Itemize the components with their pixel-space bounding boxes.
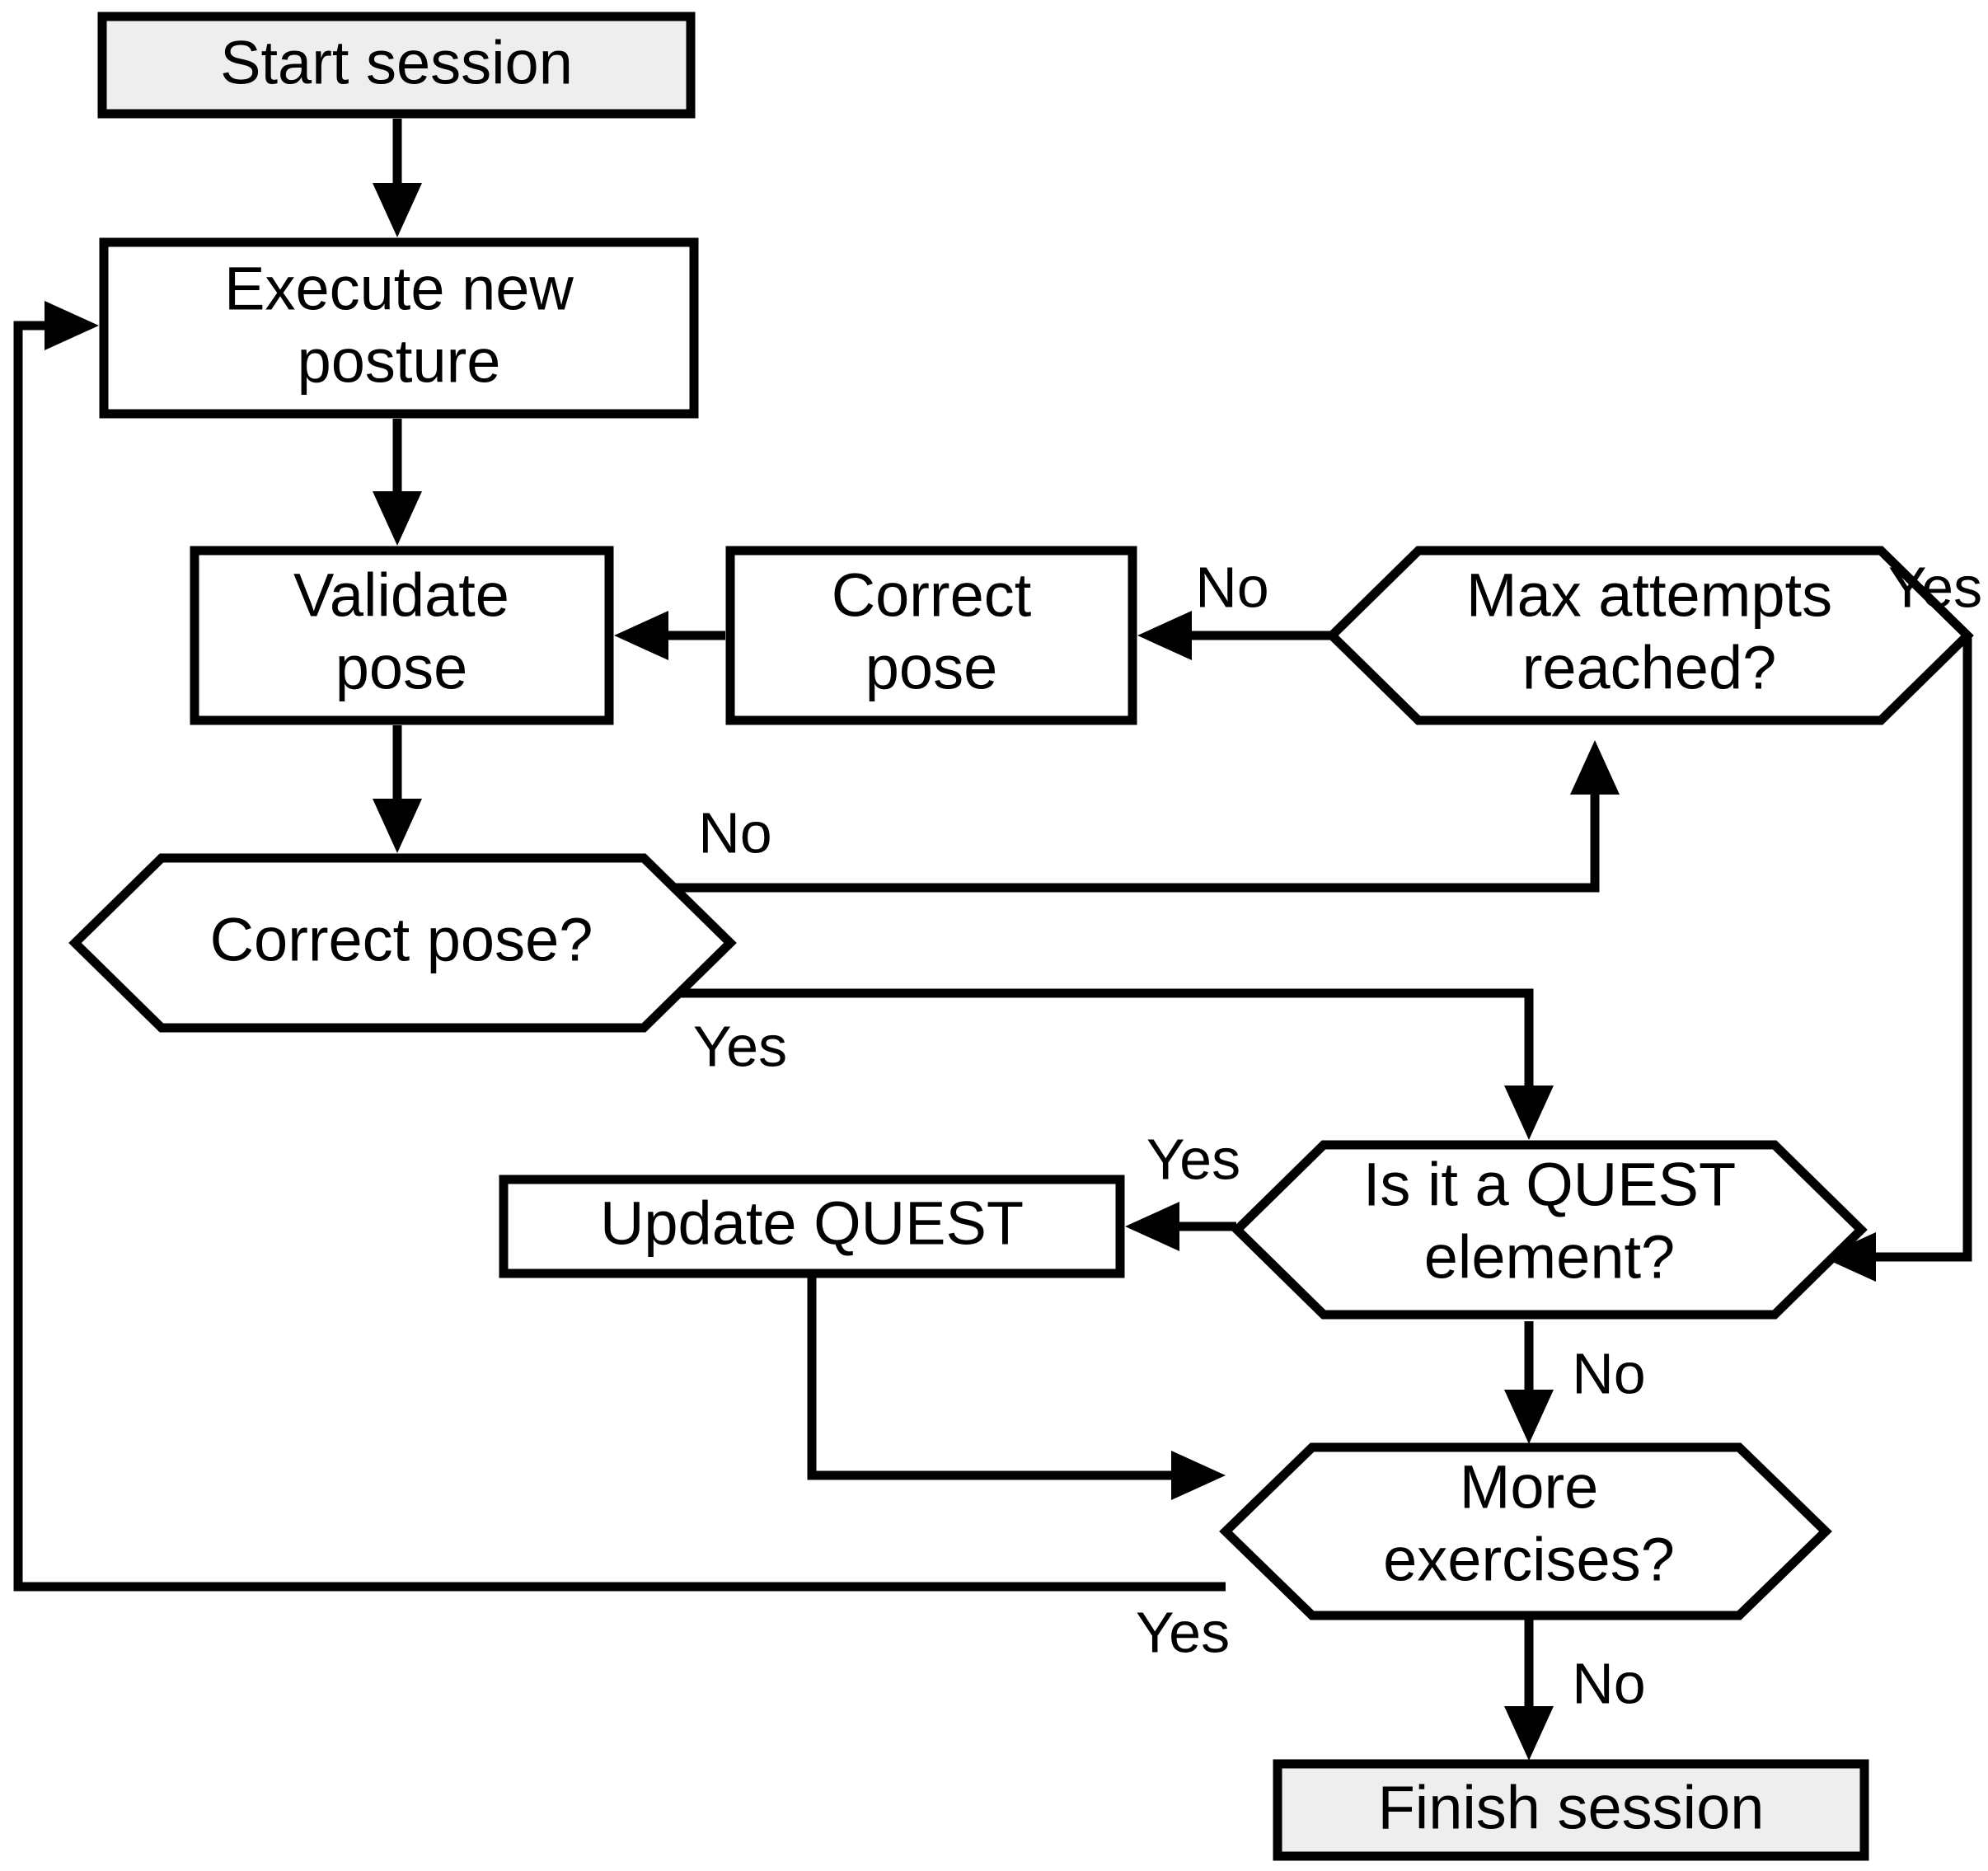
edge-quest-element-yes-to-update-quest [1125,1202,1236,1251]
arrow-head [1125,1202,1179,1251]
node-execute-new-posture[interactable]: Execute new posture [99,237,699,419]
edge-label-yes-quest-element: Yes [1146,1127,1240,1191]
arrow-head [1504,1086,1554,1140]
arrow-head [45,301,99,350]
execute-new-posture-label-line1: Execute new [224,255,574,323]
edge-validate-to-correct-pose [373,725,422,853]
arrow-head [1171,1451,1226,1500]
validate-pose-shape [190,546,614,725]
edge-line [674,988,1534,1099]
correct-pose-decision-shape [68,853,737,1033]
quest-element-decision-shape [1231,1140,1868,1320]
edge-start-to-execute [373,119,422,237]
edge-label-yes-correct-pose: Yes [693,1014,787,1078]
correct-pose-action-shape [725,546,1137,725]
correct-pose-action-label-line2: pose [865,634,997,702]
arrow-head [373,799,422,853]
edge-correct-pose-yes-to-quest-element [674,988,1554,1140]
edge-more-exercises-no-to-finish [1504,1620,1554,1761]
arrow-head [614,611,668,660]
correct-pose-decision-label: Correct pose? [210,906,593,974]
edge-line [13,321,1226,1592]
execute-new-posture-label-line2: posture [298,327,501,396]
node-finish-session[interactable]: Finish session [1273,1759,1869,1861]
node-more-exercises-decision[interactable]: More exercises? [1219,1442,1832,1620]
validate-pose-label-line1: Validate [293,561,509,630]
quest-element-label-line1: Is it a QUEST [1363,1151,1736,1219]
more-exercises-label-line1: More [1460,1453,1599,1522]
edge-line [1861,635,1972,1262]
edge-label-no-max-attempts: No [1195,555,1268,619]
arrow-head [373,183,422,237]
start-session-shape [97,12,696,119]
finish-session-shape [1273,1759,1869,1861]
arrow-head [1137,611,1192,660]
max-attempts-reached-shape [1325,546,1974,725]
more-exercises-decision-shape [1219,1442,1832,1620]
more-exercises-label-line2: exercises? [1383,1526,1675,1594]
edge-label-no-more-exercises: No [1572,1651,1645,1715]
edge-more-exercises-yes-to-execute [13,301,1226,1592]
update-quest-label: Update QUEST [600,1189,1024,1258]
finish-session-label: Finish session [1378,1774,1765,1842]
edge-correct-pose-box-to-validate [614,611,725,660]
execute-new-posture-shape [99,237,699,419]
edge-label-no-correct-pose: No [698,800,771,865]
start-session-label: Start session [220,29,573,97]
edge-max-attempts-no-to-correct-pose-box [1137,611,1331,660]
edge-line [807,1273,1185,1480]
arrow-head [1504,1706,1554,1761]
arrow-head [1570,740,1620,795]
arrow-head [1504,1390,1554,1444]
arrow-head [1822,1232,1876,1282]
edge-label-yes-more-exercises: Yes [1136,1600,1230,1664]
max-attempts-reached-label-line2: reached? [1522,634,1777,702]
node-validate-pose[interactable]: Validate pose [190,546,614,725]
edge-line [674,783,1600,893]
edge-label-yes-max-attempts: Yes [1888,555,1982,619]
node-correct-pose-action[interactable]: Correct pose [725,546,1137,725]
validate-pose-label-line2: pose [335,634,467,702]
quest-element-label-line2: element? [1424,1223,1675,1292]
update-quest-shape [499,1175,1125,1278]
edge-execute-to-validate [373,419,422,546]
edge-max-attempts-yes-to-quest-element [1822,635,1972,1282]
node-max-attempts-reached[interactable]: Max attempts reached? [1325,546,1974,725]
arrow-head [373,491,422,546]
edge-quest-element-no-to-more-exercises [1504,1321,1554,1444]
node-update-quest[interactable]: Update QUEST [499,1175,1125,1278]
node-quest-element-decision[interactable]: Is it a QUEST element? [1231,1140,1868,1320]
edge-label-no-quest-element: No [1572,1341,1645,1405]
edge-update-quest-to-more-exercises [807,1273,1226,1500]
edge-correct-pose-no-to-max-attempts [674,740,1620,893]
node-correct-pose-decision[interactable]: Correct pose? [68,853,737,1033]
max-attempts-reached-label-line1: Max attempts [1466,561,1832,630]
node-start-session[interactable]: Start session [97,12,696,119]
correct-pose-action-label-line1: Correct [832,561,1032,630]
